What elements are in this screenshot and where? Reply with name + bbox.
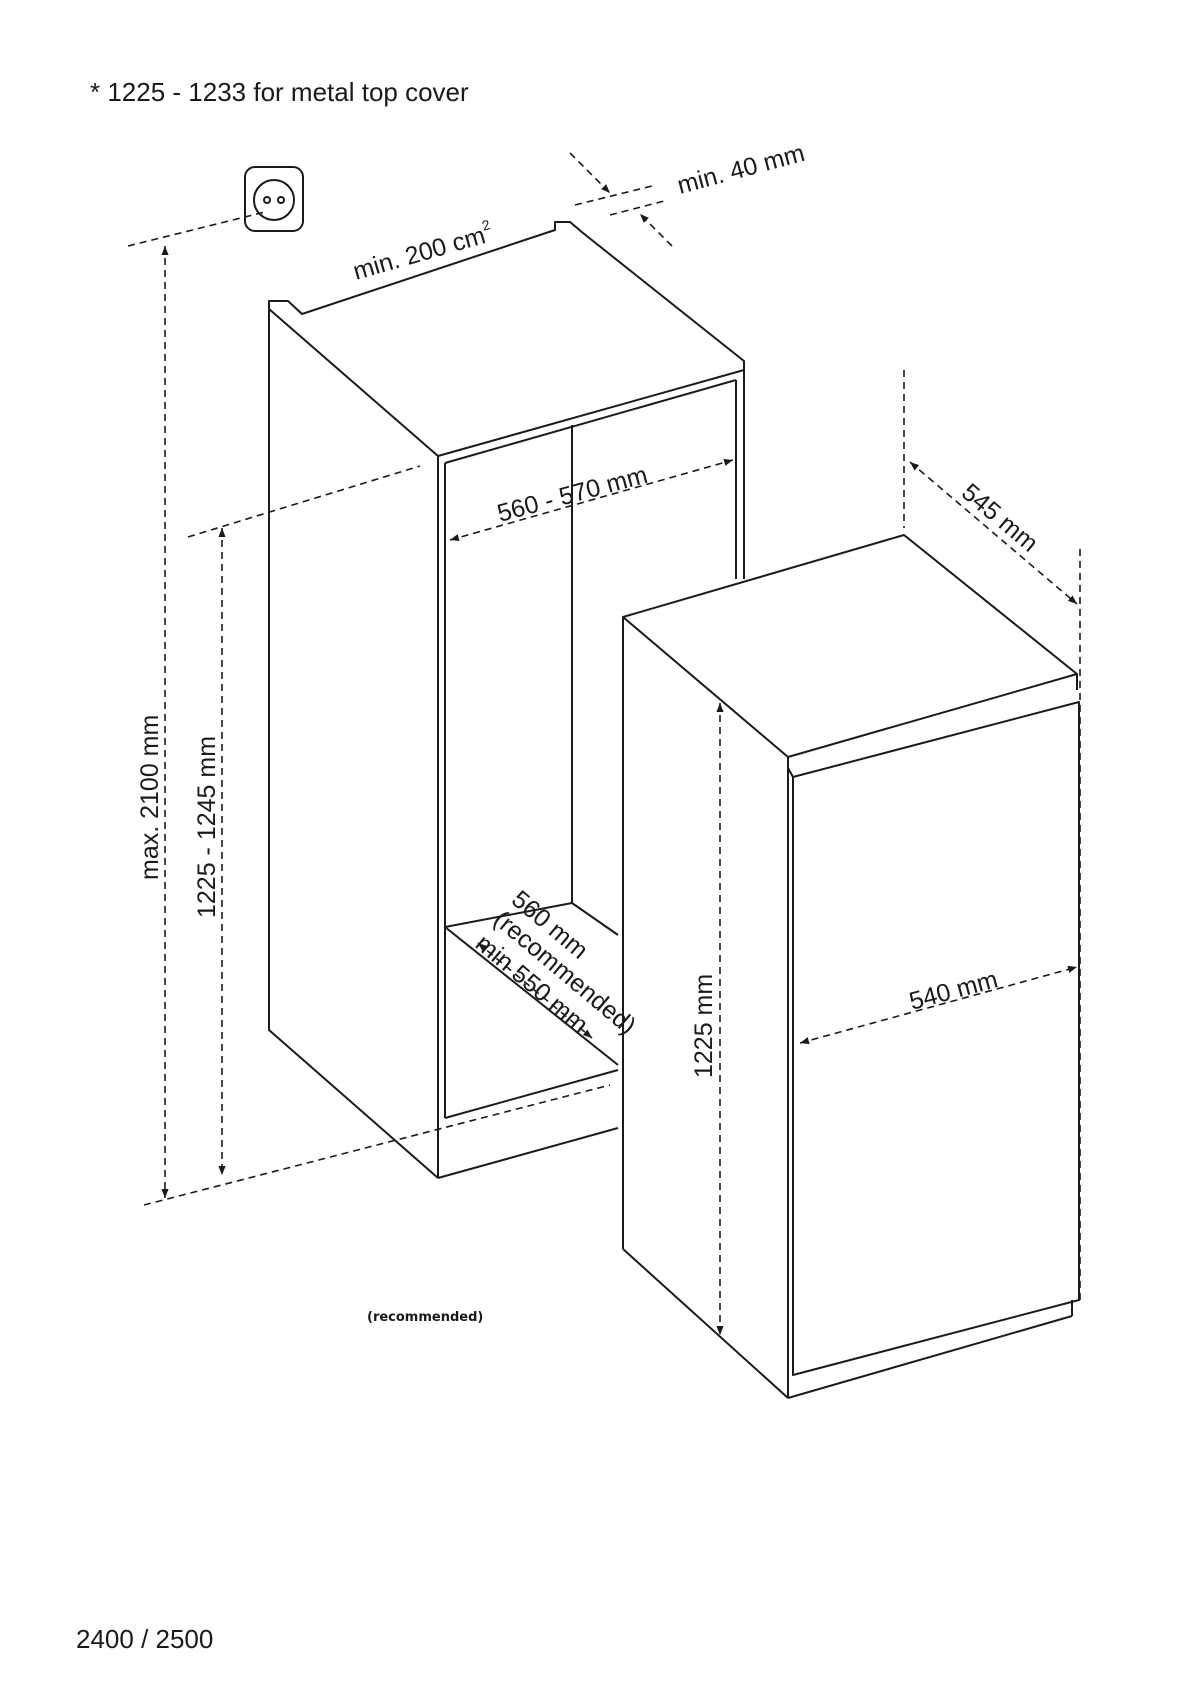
dimension-lines xyxy=(127,152,1081,1335)
cabinet-niche xyxy=(268,221,745,1179)
max-height-label: max. 2100 mm xyxy=(136,715,164,880)
model-number: 2400 / 2500 xyxy=(76,1624,213,1654)
unit-depth-label: 545 mm xyxy=(956,478,1043,558)
niche-height-label: 1225 - 1245 mm xyxy=(193,736,221,918)
fridge-appliance xyxy=(622,534,1080,1399)
unit-width-label: 540 mm xyxy=(906,965,1000,1015)
unit-height-label: 1225 mm xyxy=(690,974,718,1078)
power-socket-icon xyxy=(244,166,304,232)
recommended-note: (recommended) xyxy=(367,1310,483,1325)
ventilation-label: min. 200 cm2 xyxy=(349,216,496,286)
top-gap-label: min. 40 mm xyxy=(674,139,807,200)
metal-top-cover-note: * 1225 - 1233 for metal top cover xyxy=(90,77,469,107)
